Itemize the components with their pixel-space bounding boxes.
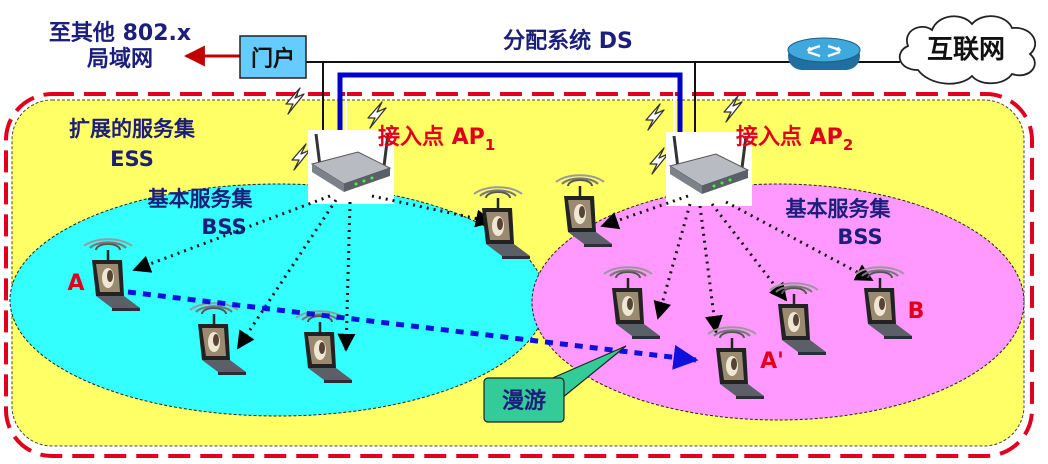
other-lan-label-line1: 至其他 802.x (49, 21, 191, 46)
station-a-label: A (67, 271, 84, 296)
roaming-label: 漫游 (502, 388, 546, 414)
ap1-label: 接入点 AP1 (378, 124, 495, 154)
ap2-label: 接入点 AP2 (736, 124, 853, 154)
portal-label: 门户 (251, 46, 295, 72)
station-a-prime-label: A' (760, 349, 784, 374)
roaming-path (127, 289, 699, 370)
bss1-area (9, 183, 547, 417)
ds-label: 分配系统 DS (503, 28, 633, 54)
ap2-wireless-links (600, 194, 874, 334)
bss2-area (531, 183, 1025, 421)
ap1-wireless-links (132, 194, 494, 352)
cloud-icon: 互联网 (898, 15, 1036, 85)
bss2-label-line1: 基本服务集 (786, 197, 892, 221)
internet-label: 互联网 (927, 35, 1005, 65)
router-icon (787, 37, 861, 70)
bss2-label-line2: BSS (837, 225, 882, 249)
ess-label-line1: 扩展的服务集 (69, 117, 196, 141)
bss1-label-line1: 基本服务集 (148, 187, 254, 211)
roaming-callout: 漫游 (483, 345, 627, 423)
portal-box: 门户 (239, 35, 307, 79)
station-b-label: B (908, 299, 925, 324)
other-lan-label-line2: 局域网 (87, 46, 153, 72)
ess-label-line2: ESS (110, 147, 154, 171)
